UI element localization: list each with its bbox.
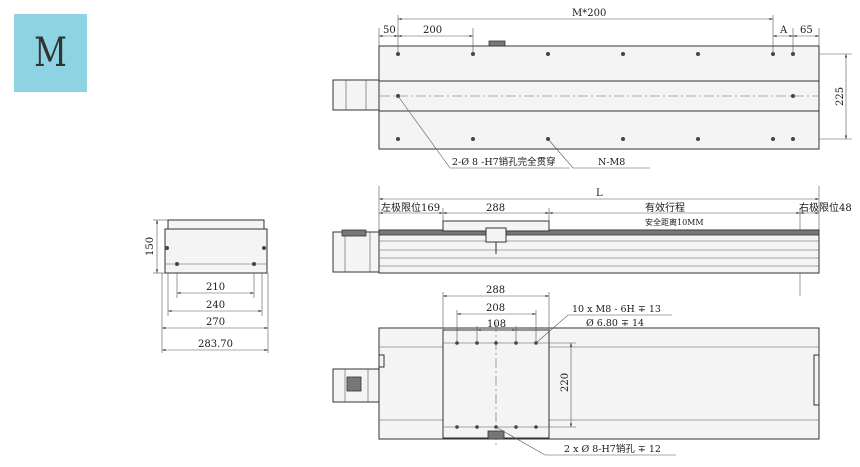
dim-50: 50: [383, 25, 396, 36]
end-view: 150 210 240 270 283.70: [145, 219, 269, 353]
dim-288-bottom: 288: [486, 285, 505, 296]
thread-callout-leader-bottom: [535, 314, 672, 344]
end-profile: [164, 228, 268, 274]
top-rail-body: [378, 45, 820, 150]
top-motor: [332, 79, 380, 111]
dim-210: 210: [206, 282, 225, 293]
top-view: M*200 50 200 A 65 225 2-Ø 8 -H7销孔完全贯穿 N-…: [332, 8, 852, 169]
dim-220: 220: [560, 373, 571, 392]
safe-distance: 安全距离10MM: [645, 217, 704, 227]
dim-240: 240: [206, 300, 225, 311]
dim-225: 225: [835, 87, 846, 106]
thread-callout-2: Ø 6.80 ∓ 14: [586, 318, 644, 329]
dim-288-side: 288: [486, 203, 505, 214]
dim-270: 270: [206, 317, 225, 328]
left-limit: 左极限位169: [381, 201, 440, 214]
pin-callout-leader-bottom: [495, 426, 676, 456]
right-limit: 右极限位48: [799, 201, 852, 214]
model-badge: M: [14, 14, 87, 92]
dim-28370: 283.70: [198, 339, 233, 350]
dim-l: L: [596, 188, 603, 199]
effective-stroke: 有效行程: [645, 201, 685, 214]
thread-callout-leader: [547, 138, 650, 169]
thread-callout: N-M8: [598, 157, 625, 168]
model-letter: M: [34, 30, 67, 76]
side-rail-body: [378, 229, 820, 274]
thread-callout-1: 10 x M8 - 6H ∓ 13: [572, 304, 661, 315]
dim-m200: M*200: [572, 8, 606, 19]
side-motor: [332, 231, 380, 273]
side-view: L 左极限位169 288 有效行程 右极限位48 安全距离10MM: [332, 186, 852, 296]
pin-callout-leader: [397, 95, 570, 169]
dim-200: 200: [423, 25, 442, 36]
dim-208: 208: [486, 303, 505, 314]
pin-callout-bottom: 2 x Ø 8-H7销孔 ∓ 12: [564, 443, 661, 455]
dim-65: 65: [800, 25, 813, 36]
bottom-view: 288 208 108 220 10 x M8 - 6H ∓ 13 Ø 6.80…: [332, 285, 820, 456]
dim-108: 108: [487, 319, 506, 330]
dim-150: 150: [145, 237, 156, 256]
dim-a: A: [779, 25, 788, 36]
pin-callout: 2-Ø 8 -H7销孔完全贯穿: [452, 156, 556, 168]
